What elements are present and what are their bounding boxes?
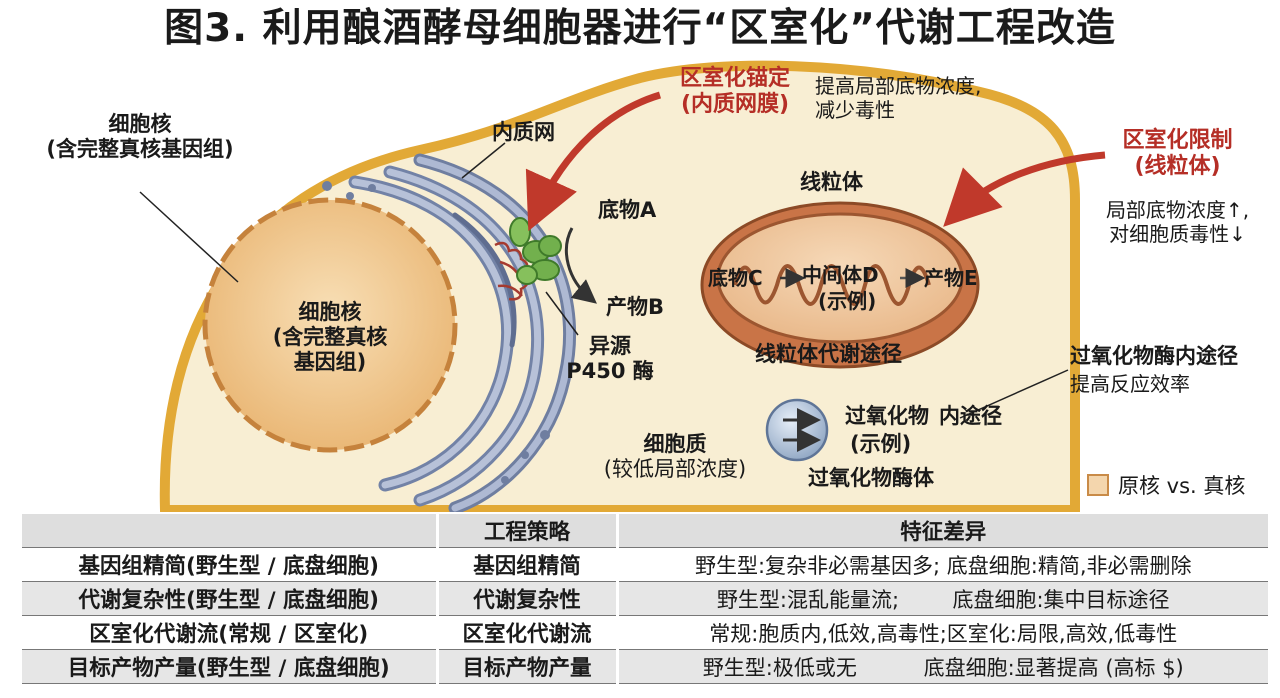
mito-pathway-name: 线粒体代谢途径 (755, 342, 902, 366)
peroxisome-pathway-title: 过氧化物酶内途径 (1070, 344, 1238, 368)
table-cell: 代谢复杂性(野生型 / 底盘细胞) (22, 581, 437, 616)
table-header-cell (22, 514, 437, 548)
p450-callout-line (545, 291, 579, 336)
table-cell: 基因组精简 (435, 547, 617, 582)
mito-intermediate-d: 中间体D (802, 263, 879, 287)
p450-label: 异源 P450 酶 (566, 334, 654, 384)
mito-substrate-c: 底物C (708, 266, 763, 290)
reaction-arrow (564, 227, 597, 304)
mitochondrion (700, 201, 980, 369)
cell-diagram (139, 60, 1106, 512)
product-b-label: 产物B (606, 295, 665, 319)
endoplasmic-reticulum (322, 153, 577, 512)
er-callout-line (461, 142, 506, 179)
table-cell: 区室化代谢流 (435, 615, 617, 650)
mito-limit-arrow (943, 151, 1106, 227)
peroxisome-inner-label: 过氧化物内途径 (845, 404, 1002, 428)
table-header-row: 工程策略 特征差异 (22, 514, 1268, 548)
peroxisome-callout-line (959, 369, 1069, 419)
substrate-a-label: 底物A (598, 198, 657, 222)
table-header-cell: 特征差异 (615, 514, 1268, 548)
nucleus (202, 197, 458, 453)
table-cell: 区室化代谢流(常规 / 区室化) (22, 615, 437, 650)
er-anchor-title: 区室化锚定 (内质网膜) (679, 66, 790, 118)
table-cell: 代谢复杂性 (435, 581, 617, 616)
table-row: 基因组精简(野生型 / 底盘细胞) 基因组精简 野生型:复杂非必需基因多; 底盘… (22, 547, 1268, 582)
table-row: 区室化代谢流(常规 / 区室化) 区室化代谢流 常规:胞质内,低效,高毒性;区室… (22, 615, 1268, 650)
table-cell: 野生型:复杂非必需基因多; 底盘细胞:精简,非必需删除 (615, 547, 1268, 582)
comparison-table: 工程策略 特征差异 基因组精简(野生型 / 底盘细胞) 基因组精简 野生型:复杂… (22, 514, 1268, 684)
peroxisome-pathway-note: 提高反应效率 (1070, 372, 1190, 396)
er-label: 内质网 (492, 120, 555, 144)
er-anchor-arrow (525, 91, 662, 232)
table-cell: 野生型:混乱能量流; 底盘细胞:集中目标途径 (615, 581, 1268, 616)
nucleus-callout-line (139, 191, 239, 283)
peroxisome-name: 过氧化物酶体 (808, 466, 934, 490)
figure-title: 图3. 利用酿酒酵母细胞器进行“区室化”代谢工程改造 (164, 6, 1116, 51)
mito-limit-note: 局部底物浓度↑, 对细胞质毒性↓ (1105, 198, 1250, 246)
table-header-cell: 工程策略 (435, 514, 617, 548)
nucleus-inner-label: 细胞核 (含完整真核 基因组) (272, 300, 388, 375)
table-cell: 野生型:极低或无 底盘细胞:显著提高 (高标 $) (615, 649, 1268, 684)
table-row: 目标产物产量(野生型 / 底盘细胞) 目标产物产量 野生型:极低或无 底盘细胞:… (22, 649, 1268, 684)
legend-label: 原核 vs. 真核 (1118, 474, 1246, 498)
nucleus-callout-label: 细胞核 (含完整真核基因组) (46, 112, 234, 162)
p450-enzyme-cluster (494, 217, 562, 301)
table-cell: 基因组精简(野生型 / 底盘细胞) (22, 547, 437, 582)
table-cell: 目标产物产量 (435, 649, 617, 684)
legend-swatch (1087, 474, 1109, 496)
table-cell: 目标产物产量(野生型 / 底盘细胞) (22, 649, 437, 684)
peroxisome-example: (示例) (850, 432, 912, 456)
mito-example: (示例) (818, 289, 877, 313)
er-anchor-note: 提高局部底物浓度, 减少毒性 (815, 74, 982, 122)
table-row: 代谢复杂性(野生型 / 底盘细胞) 代谢复杂性 野生型:混乱能量流; 底盘细胞:… (22, 581, 1268, 616)
mito-limit-title: 区室化限制 (线粒体) (1122, 128, 1233, 180)
mito-title: 线粒体 (800, 170, 863, 194)
mito-product-e: 产物E (924, 266, 978, 290)
cytoplasm-label: 细胞质 (较低局部浓度) (603, 432, 747, 482)
table-cell: 常规:胞质内,低效,高毒性;区室化:局限,高效,低毒性 (615, 615, 1268, 650)
peroxisome (765, 398, 829, 462)
